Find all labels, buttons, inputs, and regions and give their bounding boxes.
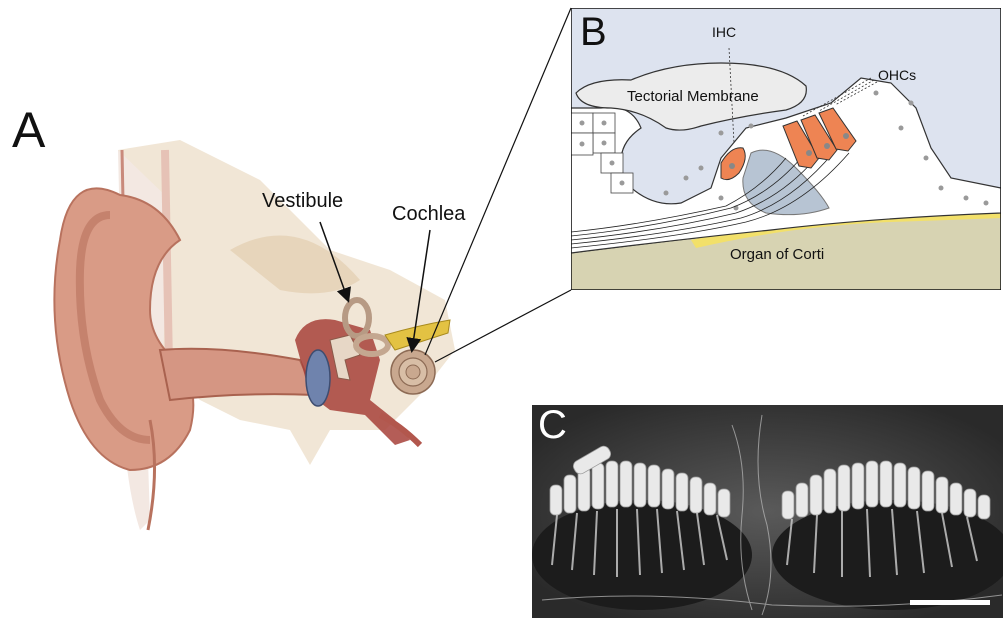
- scale-bar: [910, 600, 990, 605]
- panel-b-letter: B: [580, 12, 607, 52]
- zoom-line-bottom: [435, 290, 571, 362]
- organ-of-corti-label: Organ of Corti: [730, 246, 824, 263]
- ohcs-label: OHCs: [878, 67, 916, 83]
- tectorial-membrane-label: Tectorial Membrane: [627, 88, 759, 105]
- vestibule-label: Vestibule: [262, 190, 343, 213]
- sem-micrograph: [532, 405, 1003, 618]
- ihc-label: IHC: [712, 24, 736, 40]
- sem-pit-left: [532, 500, 752, 610]
- zoom-line-top: [425, 8, 571, 355]
- cochlea-label: Cochlea: [392, 203, 465, 226]
- panel-c-letter: C: [538, 405, 567, 445]
- eardrum: [306, 350, 330, 406]
